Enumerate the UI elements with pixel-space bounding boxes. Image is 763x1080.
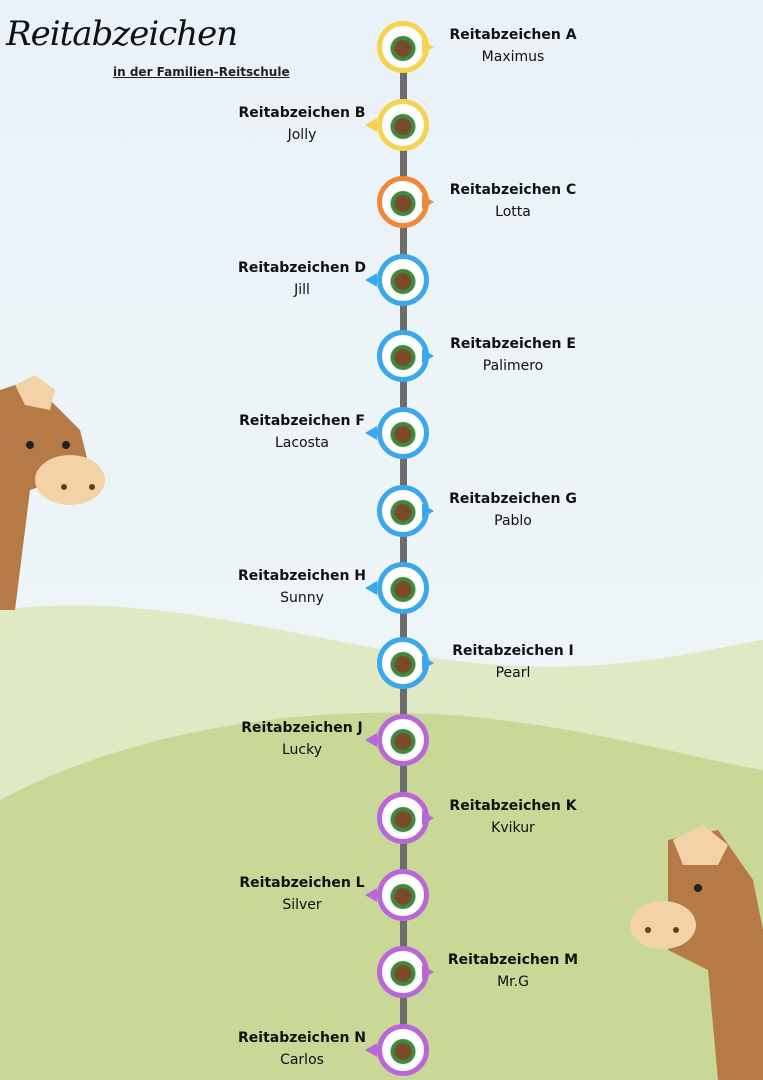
pointer-icon <box>422 656 434 670</box>
badge-title: Reitabzeichen G <box>449 491 577 507</box>
horse-name: Maximus <box>481 49 545 65</box>
badge-node <box>377 946 434 998</box>
pointer-icon <box>365 581 377 595</box>
pointer-icon <box>365 426 377 440</box>
badge-label: Reitabzeichen G Pablo <box>433 491 593 530</box>
badge-label: Reitabzeichen L Silver <box>222 875 382 914</box>
pointer-icon <box>365 118 377 132</box>
horse-name: Pablo <box>494 513 532 529</box>
timeline-line <box>400 50 407 1060</box>
horse-name: Kvikur <box>491 820 535 836</box>
badge-title: Reitabzeichen M <box>447 952 579 968</box>
horse-illustration-left <box>0 375 105 610</box>
badge-title: Reitabzeichen A <box>449 27 577 43</box>
badge-label: Reitabzeichen N Carlos <box>222 1030 382 1069</box>
riding-school-logo-icon <box>388 957 418 987</box>
badge-title: Reitabzeichen N <box>238 1030 366 1046</box>
badge-title: Reitabzeichen L <box>239 875 365 891</box>
badge-label: Reitabzeichen K Kvikur <box>433 798 593 837</box>
riding-school-logo-icon <box>388 110 418 140</box>
badge-label: Reitabzeichen D Jill <box>222 260 382 299</box>
riding-school-logo-icon <box>388 187 418 217</box>
badge-label: Reitabzeichen J Lucky <box>222 720 382 759</box>
horse-name: Sunny <box>280 590 324 606</box>
horse-name: Pearl <box>495 665 531 681</box>
riding-school-logo-icon <box>388 341 418 371</box>
badge-title: Reitabzeichen D <box>238 260 366 276</box>
horse-name: Carlos <box>280 1052 324 1068</box>
riding-school-logo-icon <box>388 418 418 448</box>
badge-node <box>365 1024 429 1076</box>
badge-title: Reitabzeichen K <box>449 798 577 814</box>
pointer-icon <box>365 273 377 287</box>
badge-title: Reitabzeichen B <box>238 105 366 121</box>
badge-node <box>365 714 429 766</box>
horse-name: Palimero <box>482 358 544 374</box>
riding-school-logo-icon <box>388 573 418 603</box>
badge-label: Reitabzeichen B Jolly <box>222 105 382 144</box>
badge-node <box>377 176 434 228</box>
horse-name: Jill <box>294 282 310 298</box>
badge-node <box>365 562 429 614</box>
badge-title: Reitabzeichen H <box>238 568 366 584</box>
pointer-icon <box>422 504 434 518</box>
badge-node <box>377 792 434 844</box>
horse-name: Lotta <box>495 204 531 220</box>
badge-label: Reitabzeichen M Mr.G <box>433 952 593 991</box>
badge-label: Reitabzeichen C Lotta <box>433 182 593 221</box>
horse-illustration-right <box>630 825 763 1080</box>
badge-node <box>365 407 429 459</box>
pointer-icon <box>422 811 434 825</box>
badge-node <box>365 869 429 921</box>
badge-label: Reitabzeichen H Sunny <box>222 568 382 607</box>
riding-school-logo-icon <box>388 1035 418 1065</box>
pointer-icon <box>422 349 434 363</box>
horse-name: Lacosta <box>274 435 329 451</box>
badge-node <box>377 485 434 537</box>
riding-school-logo-icon <box>388 803 418 833</box>
badge-node <box>377 21 434 73</box>
pointer-icon <box>365 888 377 902</box>
badge-title: Reitabzeichen F <box>239 413 365 429</box>
badge-node <box>377 330 434 382</box>
badge-node <box>365 254 429 306</box>
badge-label: Reitabzeichen I Pearl <box>433 643 593 682</box>
riding-school-logo-icon <box>388 648 418 678</box>
pointer-icon <box>422 195 434 209</box>
badge-label: Reitabzeichen A Maximus <box>433 27 593 66</box>
horse-name: Mr.G <box>497 974 529 990</box>
riding-school-logo-icon <box>388 265 418 295</box>
page-title: Reitabzeichen <box>6 14 238 54</box>
badge-label: Reitabzeichen F Lacosta <box>222 413 382 452</box>
badge-label: Reitabzeichen E Palimero <box>433 336 593 375</box>
badge-title: Reitabzeichen I <box>452 643 574 659</box>
badge-title: Reitabzeichen J <box>241 720 363 736</box>
riding-school-logo-icon <box>388 880 418 910</box>
badge-title: Reitabzeichen C <box>449 182 577 198</box>
riding-school-logo-icon <box>388 496 418 526</box>
pointer-icon <box>422 965 434 979</box>
horse-name: Lucky <box>281 742 323 758</box>
badge-node <box>365 99 429 151</box>
badge-title: Reitabzeichen E <box>450 336 576 352</box>
riding-school-logo-icon <box>388 32 418 62</box>
pointer-icon <box>365 1043 377 1057</box>
page-subtitle: in der Familien-Reitschule <box>113 65 290 79</box>
pointer-icon <box>422 40 434 54</box>
horse-name: Jolly <box>287 127 317 143</box>
badge-node <box>377 637 434 689</box>
pointer-icon <box>365 733 377 747</box>
horse-name: Silver <box>282 897 322 913</box>
riding-school-logo-icon <box>388 725 418 755</box>
